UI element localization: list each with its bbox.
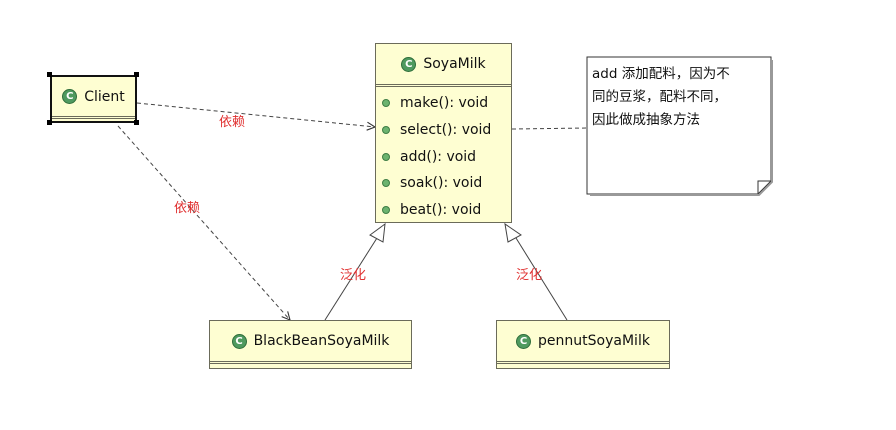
method-beat[interactable]: beat(): void	[382, 197, 511, 224]
note-line: 同的豆浆，配料不同，	[592, 89, 727, 105]
class-soyamilk-header: C SoyaMilk	[376, 44, 511, 84]
class-divider	[52, 116, 135, 119]
class-soyamilk[interactable]: C SoyaMilk make(): void select(): void a…	[375, 43, 512, 223]
selection-handle-bottom-left[interactable]	[47, 120, 52, 125]
class-pennutsoyamilk[interactable]: C pennutSoyaMilk	[496, 320, 670, 369]
label-client-blackbean: 依赖	[174, 201, 201, 216]
method-add[interactable]: add(): void	[382, 143, 511, 170]
note-text: add 添加配料，因为不 同的豆浆，配料不同， 因此做成抽象方法	[592, 63, 770, 132]
method-soak[interactable]: soak(): void	[382, 170, 511, 197]
generalization-blackbean[interactable]	[324, 237, 378, 321]
selection-handle-bottom-right[interactable]	[134, 120, 139, 125]
method-label: soak(): void	[400, 175, 483, 192]
selection-handle-top-right[interactable]	[134, 72, 139, 77]
label-blackbean-generalization: 泛化	[340, 268, 367, 283]
class-divider	[497, 361, 669, 364]
label-pennut-generalization: 泛化	[516, 268, 543, 283]
public-method-icon	[382, 99, 390, 108]
class-icon: C	[516, 333, 532, 349]
class-client-name: Client	[84, 88, 125, 105]
note-line: add 添加配料，因为不	[592, 66, 730, 82]
public-method-icon	[382, 179, 390, 188]
note-shadow	[590, 60, 773, 196]
class-blackbean-name: BlackBeanSoyaMilk	[253, 333, 390, 349]
selection-handle-top-left[interactable]	[47, 72, 52, 77]
class-soyamilk-name: SoyaMilk	[423, 56, 486, 72]
label-client-soyamilk: 依赖	[219, 115, 246, 130]
method-label: beat(): void	[400, 202, 482, 219]
generalization-arrowhead-pennut	[504, 222, 522, 243]
public-method-icon	[382, 126, 390, 135]
dependency-client-soyamilk[interactable]	[136, 102, 375, 127]
class-pennut-name: pennutSoyaMilk	[538, 333, 650, 349]
class-blackbeansoyamilk[interactable]: C BlackBeanSoyaMilk	[209, 320, 412, 369]
method-label: make(): void	[400, 95, 489, 112]
method-label: select(): void	[400, 122, 492, 139]
method-make[interactable]: make(): void	[382, 90, 511, 117]
class-icon: C	[62, 89, 78, 104]
public-method-icon	[382, 206, 390, 215]
note-connector	[511, 127, 588, 130]
class-icon: C	[231, 333, 247, 349]
class-divider	[376, 84, 511, 87]
dependency-client-blackbean[interactable]	[117, 125, 290, 320]
note-line: 因此做成抽象方法	[592, 112, 700, 128]
class-pennut-header: C pennutSoyaMilk	[497, 321, 669, 361]
method-label: add(): void	[400, 148, 477, 165]
class-icon: C	[401, 56, 417, 72]
note: add 添加配料，因为不 同的豆浆，配料不同， 因此做成抽象方法	[587, 57, 772, 194]
class-client[interactable]: C Client	[50, 75, 137, 123]
generalization-pennut[interactable]	[515, 237, 568, 321]
class-client-header: C Client	[52, 77, 135, 116]
public-method-icon	[382, 152, 390, 161]
class-divider	[210, 361, 411, 364]
note-fold	[757, 180, 771, 194]
generalization-arrowhead-blackbean	[369, 222, 386, 243]
class-blackbean-header: C BlackBeanSoyaMilk	[210, 321, 411, 361]
note-shape[interactable]	[586, 56, 772, 195]
class-soyamilk-methods: make(): void select(): void add(): void …	[376, 87, 511, 223]
method-select[interactable]: select(): void	[382, 117, 511, 144]
